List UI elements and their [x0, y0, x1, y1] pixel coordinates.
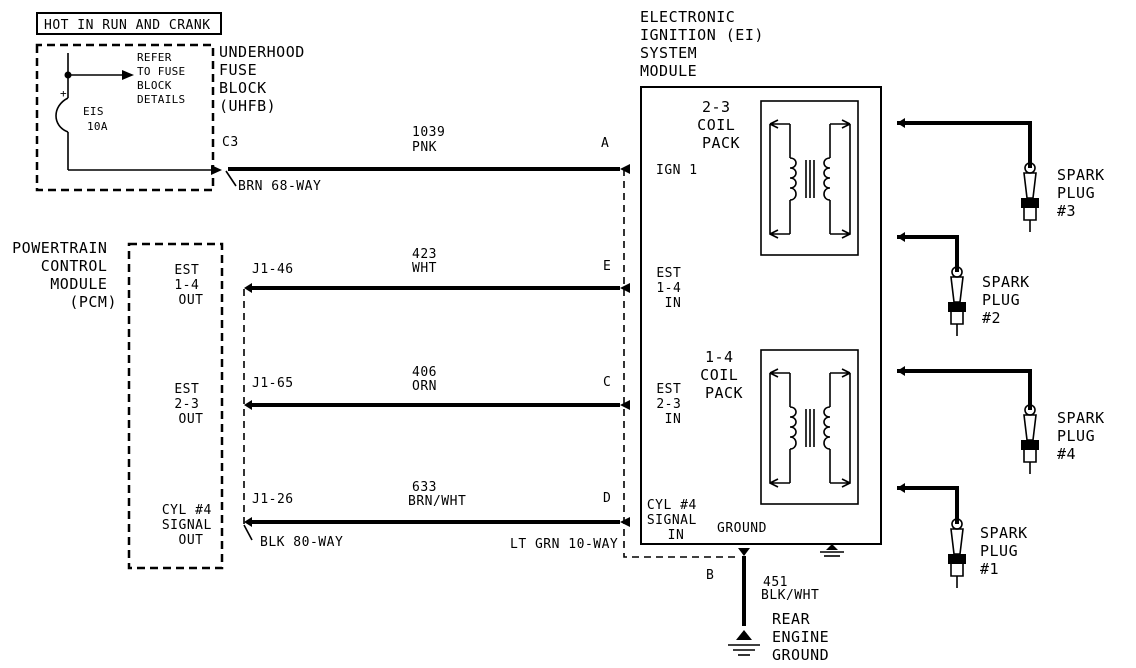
fuse-icon [55, 97, 69, 133]
ground-wire-circuit: 451 [763, 575, 788, 590]
wire-circuit: 1039 [412, 125, 445, 140]
ground-destination: REAR ENGINE GROUND [772, 610, 839, 664]
wire-left-pin: J1-26 [252, 492, 294, 507]
uhfb-connector-note: BRN 68-WAY [238, 179, 321, 194]
spark-plug-3: SPARK PLUG #3 [897, 118, 1114, 232]
power-source-header: HOT IN RUN AND CRANK [36, 12, 222, 35]
spark-plug-label: SPARK PLUG #2 [982, 273, 1039, 327]
coil-winding-icon [823, 406, 831, 450]
coil-winding-icon [789, 157, 797, 201]
wire-circuit: 423 [412, 247, 437, 262]
wire-color: PNK [412, 140, 437, 155]
spark-plug-icon [1021, 404, 1039, 474]
ei-ground-label: GROUND [717, 521, 767, 536]
ground-symbol-icon [728, 630, 760, 656]
coil-pack-1-4: 1-4 COIL PACK [700, 348, 859, 505]
spark-plug-label: SPARK PLUG #4 [1057, 409, 1114, 463]
wire-color: WHT [412, 261, 437, 276]
coil-pack-label: 1-4 COIL PACK [700, 348, 748, 402]
wire-est-2-3: J1-65 406 ORN C [244, 365, 630, 410]
pcm-output-cyl-4-signal: CYL #4 SIGNAL OUT [162, 503, 220, 548]
coil-winding-icon [789, 406, 797, 450]
wire-right-pin: E [603, 259, 611, 274]
pcm-connector-leader [243, 524, 253, 541]
ground-wire: B 451 BLK/WHT REAR ENGINE GROUND [706, 548, 839, 664]
fuse-polarity: + [60, 87, 67, 100]
spark-plug-label: SPARK PLUG #1 [980, 524, 1037, 578]
wire-left-pin: J1-65 [252, 376, 294, 391]
spark-plug-1: SPARK PLUG #1 [897, 483, 1037, 588]
wire-circuit: 633 [412, 480, 437, 495]
spark-plug-icon [948, 266, 966, 336]
pcm-output-est-1-4: EST 1-4 OUT [174, 263, 207, 308]
arrow-right-icon [211, 165, 222, 175]
pcm-label: POWERTRAIN CONTROL MODULE (PCM) [12, 239, 117, 311]
spark-plug-4: SPARK PLUG #4 [897, 366, 1114, 474]
ei-input-ign-1: IGN 1 [656, 163, 698, 178]
chassis-ground-icon [820, 544, 844, 557]
spark-plug-icon [948, 518, 966, 588]
coil-pack-2-3: 2-3 COIL PACK [697, 98, 859, 256]
ei-connector-body [623, 169, 738, 558]
wire-ign1-feed: C3 1039 PNK A [222, 125, 630, 174]
uhfb-connector-leader [225, 170, 237, 187]
wire-left-pin: C3 [222, 135, 239, 150]
ei-input-est-2-3: EST 2-3 IN [656, 382, 689, 427]
spark-plug-2: SPARK PLUG #2 [897, 232, 1039, 336]
wire-right-pin: C [603, 375, 611, 390]
fuse-block-label: UNDERHOOD FUSE BLOCK (UHFB) [219, 43, 314, 115]
ei-connector-note: LT GRN 10-WAY [510, 537, 618, 552]
wire-right-pin: D [603, 491, 611, 506]
wire-left-pin: J1-46 [252, 262, 294, 277]
ei-input-cyl-4-signal: CYL #4 SIGNAL IN [647, 498, 705, 543]
wire-est-1-4: J1-46 423 WHT E [244, 247, 630, 293]
wire-right-pin: A [601, 136, 609, 151]
spark-plug-label: SPARK PLUG #3 [1057, 166, 1114, 220]
ei-input-est-1-4: EST 1-4 IN [656, 266, 689, 311]
coil-winding-icon [823, 157, 831, 201]
fuse-block-note: REFER TO FUSE BLOCK DETAILS [137, 51, 192, 106]
coil-pack-label: 2-3 COIL PACK [697, 98, 745, 152]
ground-wire-pin: B [706, 568, 714, 583]
spark-plug-icon [1021, 162, 1039, 232]
arrow-right-icon [122, 70, 134, 80]
wire-cyl-4-signal: J1-26 633 BRN/WHT D [244, 480, 630, 527]
wire-color: BRN/WHT [408, 494, 466, 509]
powertrain-control-module: POWERTRAIN CONTROL MODULE (PCM) EST 1-4 … [12, 239, 224, 570]
fuse-rating: EIS 10A [83, 105, 111, 133]
header-title: HOT IN RUN AND CRANK [44, 18, 211, 33]
pcm-output-est-2-3: EST 2-3 OUT [174, 382, 207, 427]
ei-module-label: ELECTRONIC IGNITION (EI) SYSTEM MODULE [640, 8, 773, 80]
wire-circuit: 406 [412, 365, 437, 380]
wire-color: ORN [412, 379, 437, 394]
ei-system-module: ELECTRONIC IGNITION (EI) SYSTEM MODULE I… [640, 8, 882, 557]
pcm-connector-note: BLK 80-WAY [260, 535, 343, 550]
underhood-fuse-block: + REFER TO FUSE BLOCK DETAILS EIS 10A UN… [35, 43, 314, 192]
ground-wire-color: BLK/WHT [761, 588, 819, 603]
